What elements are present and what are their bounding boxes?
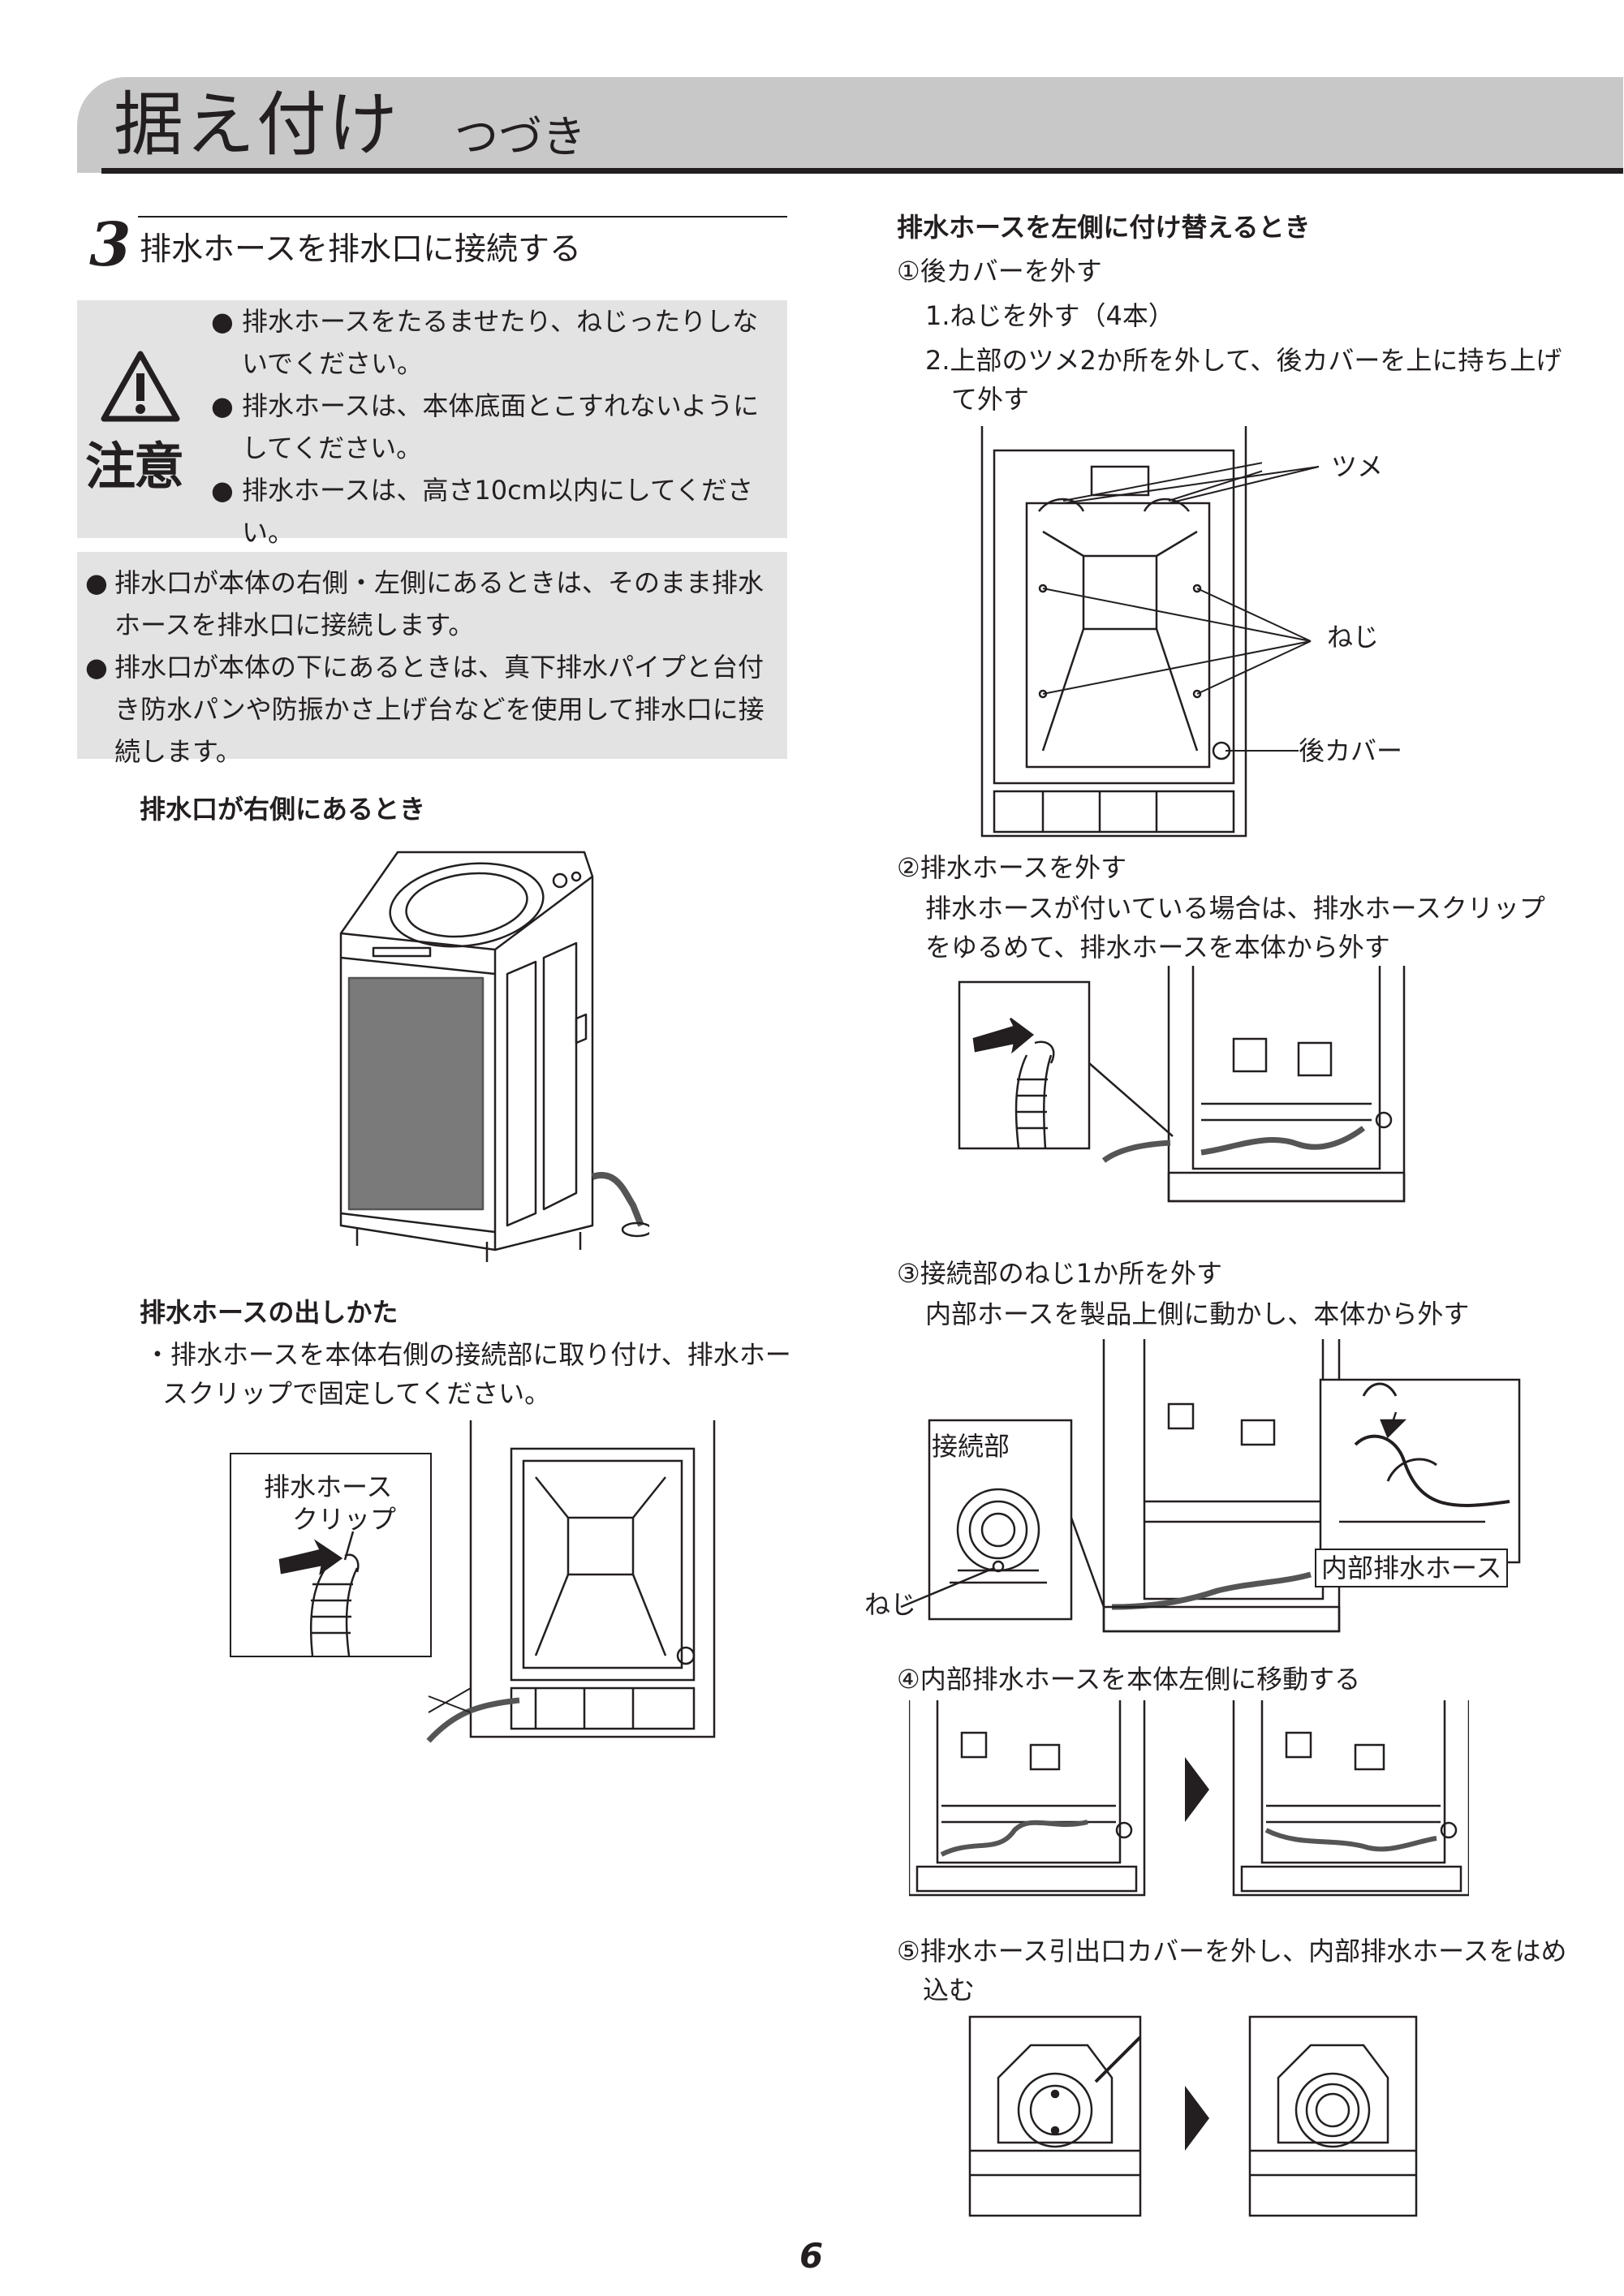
step2-title: ②排水ホースを外す [897,852,1127,883]
clip-label-1: 排水ホース [264,1471,393,1502]
hose-move-illustration [909,1700,1469,1897]
machine-back-illustration-left [426,1420,716,1743]
section-number: 3 [89,210,131,280]
hose-clip-icon [278,1531,360,1656]
info-list: 排水口が本体の右側・左側にあるときは、そのまま排水ホースを排水口に接続します。 … [85,562,779,773]
step5-title: ⑤排水ホース引出口カバーを外し、内部排水ホースをはめ込む [897,1936,1567,2005]
info-box: 排水口が本体の右側・左側にあるときは、そのまま排水ホースを排水口に接続します。 … [77,552,787,767]
header-band [77,77,1623,173]
info-item: 排水口が本体の右側・左側にあるときは、そのまま排水ホースを排水口に接続します。 [85,562,779,646]
hose-removal-illustration [958,966,1406,1203]
page-subtitle: つづき [454,111,586,162]
washing-machine-illustration [339,851,649,1262]
step1-title: ①後カバーを外す [897,256,1102,286]
joint-neji-label: ねじ [864,1589,917,1620]
info-item: 排水口が本体の下にあるときは、真下排水パイプと台付き防水パンや防振かさ上げ台など… [85,646,779,773]
neji-label: ねじ [1327,622,1380,653]
step1-sub2: 2.上部のツメ2か所を外して、後カバーを上に持ち上げて外す [925,345,1562,415]
page-header: 据え付け つづき [77,77,1623,174]
caution-item: 排水ホースは、本体底面とこすれないようにしてください。 [211,385,783,469]
right-side-heading: 排水口が右側にあるとき [140,794,426,825]
cover-label: 後カバー [1299,735,1403,766]
callout-lines [1042,466,1320,752]
step1-sub1: 1.ねじを外す（4本） [925,300,1174,331]
routing-heading: 排水ホースの出しかた [140,1297,398,1328]
outlet-cover-illustration [968,2015,1418,2217]
joint-detail-illustration [900,1339,1521,1633]
section-title: 排水ホースを排水口に接続する [140,231,582,268]
caution-list: 排水ホースをたるませたり、ねじったりしないでください。 排水ホースは、本体底面と… [211,300,783,554]
back-cover-illustration [980,426,1262,838]
clip-label-2: クリップ [292,1504,397,1535]
caution-label: 注意 [85,437,184,496]
joint-label: 接続部 [932,1431,1010,1462]
caution-item: 排水ホースをたるませたり、ねじったりしないでください。 [211,300,783,385]
inner-hose-label: 内部排水ホース [1315,1549,1509,1587]
caution-box: 注意 排水ホースをたるませたり、ねじったりしないでください。 排水ホースは、本体… [77,300,787,548]
warning-triangle-icon [101,351,180,422]
tsume-label: ツメ [1331,451,1384,482]
step2-text: 排水ホースが付いている場合は、排水ホースクリップをゆるめて、排水ホースを本体から… [925,893,1545,963]
left-swap-heading: 排水ホースを左側に付け替えるとき [897,212,1311,243]
page-number: 6 [799,2236,824,2276]
section-rule [138,216,787,218]
step3-title: ③接続部のねじ1か所を外す [897,1258,1223,1289]
header-rule [101,168,1623,174]
step3-text: 内部ホースを製品上側に動かし、本体から外す [925,1299,1470,1329]
step4-title: ④内部排水ホースを本体左側に移動する [897,1664,1361,1695]
caution-item: 排水ホースは、高さ10cm以内にしてください。 [211,469,783,554]
page-title: 据え付け [114,84,399,166]
routing-text: ・排水ホースを本体右側の接続部に取り付け、排水ホースクリップで固定してください。 [144,1339,791,1409]
clip-detail-box: 排水ホース クリップ [230,1453,432,1657]
